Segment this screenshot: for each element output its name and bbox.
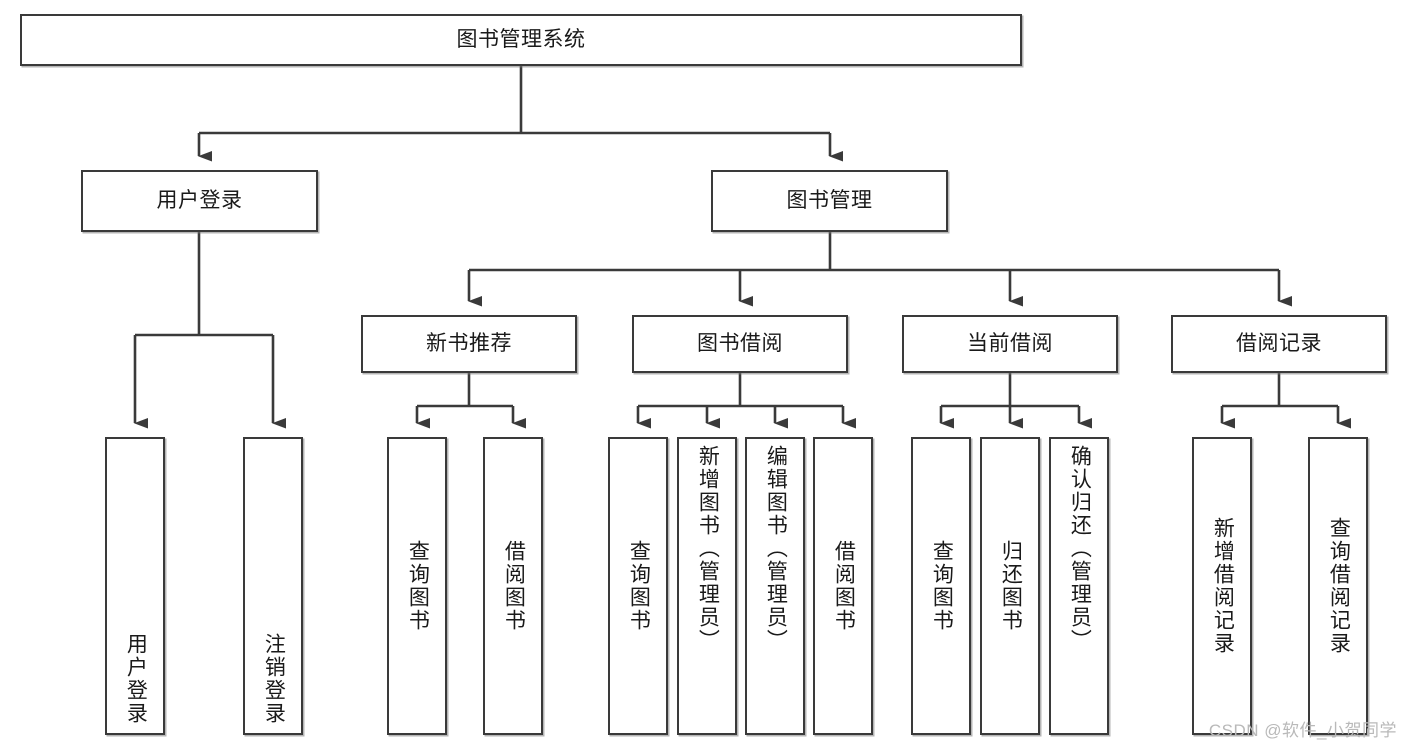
node-new-book-rec-label: 新书推荐 (426, 331, 512, 355)
node-current-borrow-label: 当前借阅 (967, 331, 1053, 355)
node-user-login-label: 用户登录 (156, 188, 243, 212)
node-leaf-edit-book-label: 编辑图书（管理员） (764, 445, 788, 652)
node-leaf-add-book[interactable]: 新增图书（管理员） (677, 437, 737, 735)
node-leaf-edit-book[interactable]: 编辑图书（管理员） (745, 437, 805, 735)
node-leaf-user-login[interactable]: 用户登录 (105, 437, 165, 735)
node-leaf-query-book-1-label: 查询图书 (406, 540, 430, 632)
node-leaf-borrow-book-2-label: 借阅图书 (832, 540, 856, 632)
node-leaf-query-book-2[interactable]: 查询图书 (608, 437, 668, 735)
node-leaf-query-book-3[interactable]: 查询图书 (911, 437, 971, 735)
node-leaf-query-book-1[interactable]: 查询图书 (387, 437, 447, 735)
node-leaf-logout-label: 注销登录 (262, 633, 286, 725)
node-book-manage[interactable]: 图书管理 (711, 170, 948, 232)
node-book-borrow-label: 图书借阅 (697, 331, 783, 355)
node-user-login[interactable]: 用户登录 (81, 170, 318, 232)
node-leaf-return-book[interactable]: 归还图书 (980, 437, 1040, 735)
node-leaf-borrow-book-1-label: 借阅图书 (502, 540, 526, 632)
node-book-manage-label: 图书管理 (786, 188, 873, 212)
node-book-borrow[interactable]: 图书借阅 (632, 315, 848, 373)
node-new-book-rec[interactable]: 新书推荐 (361, 315, 577, 373)
node-leaf-user-login-label: 用户登录 (124, 633, 148, 725)
node-leaf-add-record[interactable]: 新增借阅记录 (1192, 437, 1252, 735)
node-leaf-return-book-label: 归还图书 (999, 540, 1023, 632)
node-leaf-confirm-return[interactable]: 确认归还（管理员） (1049, 437, 1109, 735)
node-leaf-logout[interactable]: 注销登录 (243, 437, 303, 735)
node-current-borrow[interactable]: 当前借阅 (902, 315, 1118, 373)
node-root[interactable]: 图书管理系统 (20, 14, 1022, 66)
node-borrow-record[interactable]: 借阅记录 (1171, 315, 1387, 373)
node-leaf-add-book-label: 新增图书（管理员） (696, 445, 720, 652)
node-leaf-query-book-2-label: 查询图书 (627, 540, 651, 632)
node-leaf-query-record-label: 查询借阅记录 (1327, 517, 1351, 655)
node-borrow-record-label: 借阅记录 (1236, 331, 1322, 355)
node-leaf-add-record-label: 新增借阅记录 (1211, 517, 1235, 655)
node-leaf-query-book-3-label: 查询图书 (930, 540, 954, 632)
node-leaf-confirm-return-label: 确认归还（管理员） (1068, 445, 1092, 652)
node-leaf-borrow-book-1[interactable]: 借阅图书 (483, 437, 543, 735)
node-leaf-query-record[interactable]: 查询借阅记录 (1308, 437, 1368, 735)
node-leaf-borrow-book-2[interactable]: 借阅图书 (813, 437, 873, 735)
node-root-label: 图书管理系统 (456, 27, 586, 51)
